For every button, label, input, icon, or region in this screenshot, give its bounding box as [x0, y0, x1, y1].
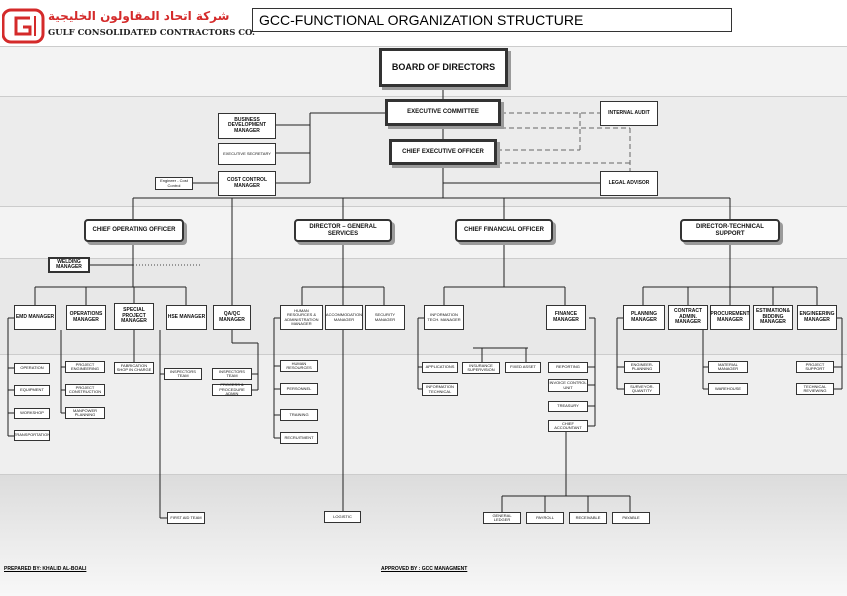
- qaqc-manager-box: QA/QC MANAGER: [213, 305, 251, 330]
- ops-item-manpower: MANPOWER PLANNING: [65, 407, 105, 419]
- engineer-cost-control-box: Engineer - Cost Control: [155, 177, 193, 190]
- legal-advisor-box: LEGAL ADVISOR: [600, 171, 658, 196]
- acct-item-general-ledger: GENERAL LEDGER: [483, 512, 521, 524]
- acct-item-payable: PAYABLE: [612, 512, 650, 524]
- it-item-applications: APPLICATIONS: [422, 362, 458, 373]
- hse-item-inspectors: INSPECTORS TEAM: [164, 368, 202, 380]
- procurement-item-warehouse: WAREHOUSE: [708, 383, 748, 395]
- operations-manager-box: OPERATIONS MANAGER: [66, 305, 106, 330]
- emd-manager-box: EMD MANAGER: [14, 305, 56, 330]
- emd-item-transportation: TRANSPORTATION: [14, 430, 50, 441]
- hr-item-personnel: PERSONNEL: [280, 383, 318, 395]
- hse-item-first-aid: FIRST AID TEAM: [167, 512, 205, 524]
- approved-by: APPROVED BY : GCC MANAGMENT: [381, 566, 468, 572]
- accommodation-manager-box: ACCOMMODATION MANAGER: [325, 305, 363, 330]
- internal-audit-box: INTERNAL AUDIT: [600, 101, 658, 126]
- contract-admin-box: CONTRACT ADMIN. MANAGER: [668, 305, 708, 330]
- estimation-manager-box: ESTIMATION& BIDDING MANAGER: [753, 305, 793, 330]
- planning-manager-box: PLANNING MANAGER: [623, 305, 665, 330]
- emd-item-workshop: WORKSHOP: [14, 408, 50, 419]
- fin-item-invoice-control: INVOICE CONTROL UNIT: [548, 379, 588, 392]
- procurement-manager-box: PROCUREMENT MANAGER: [710, 305, 750, 330]
- hr-manager-box: HUMAN RESOURCES & ADMINISTRATION MANAGER: [280, 305, 323, 330]
- band-bottom: [0, 474, 847, 596]
- fin-item-reporting: REPORTING: [548, 362, 588, 373]
- qaqc-item-inspectors: INSPECTORS TEAM: [212, 368, 252, 380]
- executive-committee-box: EXECUTIVE COMMITTEE: [385, 99, 501, 126]
- ops-item-engineering: PROJECT ENGINEERING: [65, 361, 105, 373]
- emd-item-operation: OPERATION: [14, 363, 50, 374]
- engineering-item-technical-reviewing: TECHNICAL REVIEWING: [796, 383, 834, 395]
- acct-item-receivable: RECEIVABLE: [569, 512, 607, 524]
- procurement-item-material: MATERIAL MANAGER: [708, 361, 748, 373]
- fin-item-chief-accountant: CHIEF ACCOUNTANT: [548, 420, 588, 432]
- welding-manager-box: WELDING MANAGER: [48, 257, 90, 273]
- fixed-asset-box: FIXED ASSET: [505, 362, 541, 373]
- bd-manager-box: BUSINESS DEVELOPMENT MANAGER: [218, 113, 276, 139]
- cfo-box: CHIEF FINANCIAL OFFICER: [455, 219, 553, 242]
- planning-item-engineer: ENGINEER- PLANNING: [624, 361, 660, 373]
- logo-english-text: GULF CONSOLIDATED CONTRACTORS CO.: [48, 28, 255, 38]
- qaqc-item-process: PROCESS & PROCEDURE ADMIN: [212, 383, 252, 396]
- acct-item-payroll: PAYROLL: [526, 512, 564, 524]
- it-item-information-technical: INFORMATION TECHNICAL: [422, 383, 458, 396]
- hr-item-human-resources: HUMAN RESOURCES: [280, 360, 318, 372]
- hr-item-training: TRAINING: [280, 409, 318, 421]
- tech-support-box: DIRECTOR-TECHNICAL SUPPORT: [680, 219, 780, 242]
- hse-manager-box: HSE MANAGER: [166, 305, 207, 330]
- planning-item-surveyor: SURVEYOR- QUANTITY: [624, 383, 660, 395]
- it-manager-box: INFORMATION TECH. MANAGER: [424, 305, 464, 330]
- band-teams: [0, 354, 847, 475]
- page-title: GCC-FUNCTIONAL ORGANIZATION STRUCTURE: [252, 8, 732, 32]
- ops-item-construction: PROJECT CONSTRUCTION: [65, 384, 105, 396]
- special-project-manager-box: SPECIAL PROJECT MANAGER: [114, 303, 154, 330]
- ceo-box: CHIEF EXECUTIVE OFFICER: [389, 139, 497, 165]
- finance-manager-box: FINANCE MANAGER: [546, 305, 586, 330]
- hr-item-recruitment: RECRUITMENT: [280, 432, 318, 444]
- coo-box: CHIEF OPERATING OFFICER: [84, 219, 184, 242]
- emd-item-equipment: EQUIPMENT: [14, 385, 50, 396]
- logistic-box: LOGISTIC: [324, 511, 361, 523]
- engineering-manager-box: ENGINEERING MANAGER: [797, 305, 837, 330]
- insurance-supervision-box: INSURANCE SUPERVISION: [462, 362, 500, 374]
- security-manager-box: SECURITY MANAGER: [365, 305, 405, 330]
- company-logo: شركة اتحاد المقاولون الخليجية GULF CONSO…: [2, 8, 255, 44]
- logo-mark-icon: [2, 8, 45, 44]
- exec-secretary-box: EXECUTIVE SECRETARY: [218, 143, 276, 165]
- cost-control-box: COST CONTROL MANAGER: [218, 171, 276, 196]
- logo-arabic-text: شركة اتحاد المقاولون الخليجية: [48, 9, 230, 23]
- gen-services-box: DIRECTOR – GENERAL SERVICES: [294, 219, 392, 242]
- engineering-item-project-support: PROJECT SUPPORT: [796, 361, 834, 373]
- board-of-directors-box: BOARD OF DIRECTORS: [379, 48, 508, 87]
- prepared-by: PREPARED BY: KHALID AL-BOALI: [4, 566, 87, 572]
- special-item-fabrication: FABRICATION SHOP IN CHARGE: [114, 362, 154, 374]
- fin-item-treasury: TREASURY: [548, 401, 588, 412]
